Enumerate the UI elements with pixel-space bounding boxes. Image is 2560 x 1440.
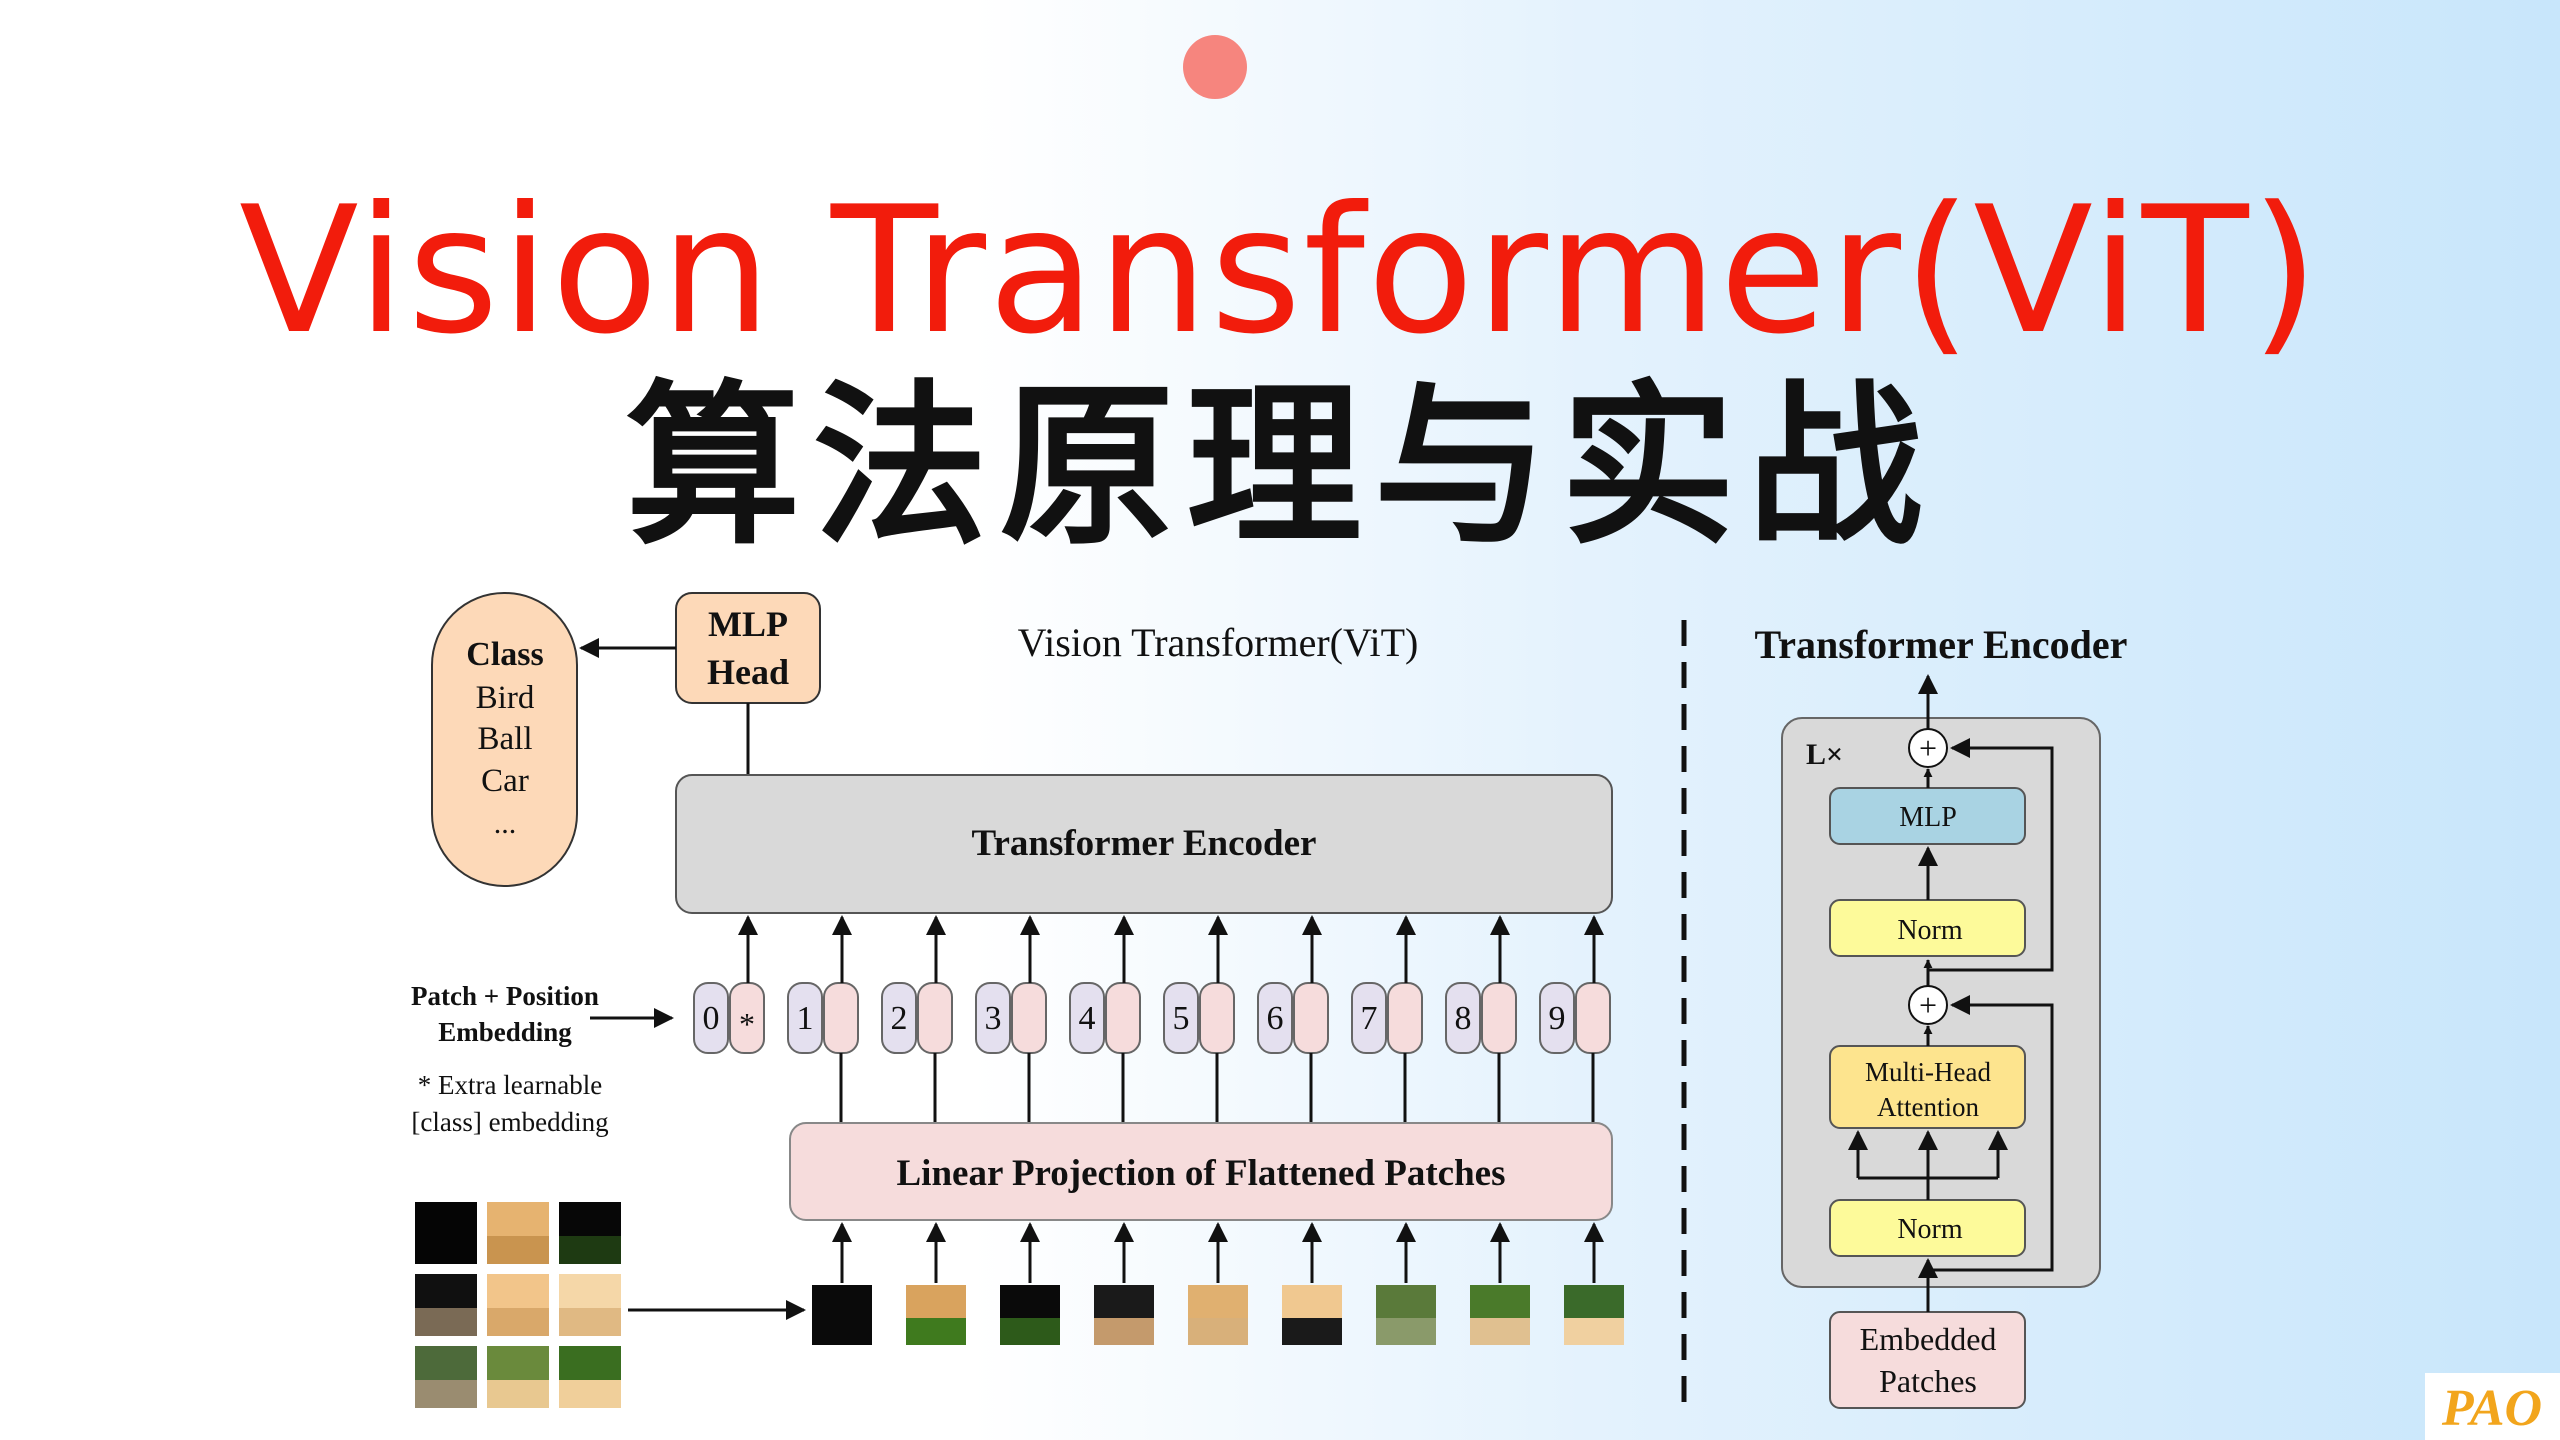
logo-background: [2425, 1373, 2560, 1440]
image-grid-cell-2: [487, 1202, 549, 1264]
encoder-norm-top-label: Norm: [1897, 915, 1963, 946]
residual-add-middle-symbol: +: [1919, 987, 1937, 1023]
page-subtitle: 算法原理与实战: [625, 366, 1935, 569]
embedded-label-line1: Embedded: [1860, 1321, 1997, 1357]
image-grid-cell-5: [487, 1274, 549, 1336]
encoder-heading: Transformer Encoder: [1755, 622, 2128, 667]
transformer-encoder-label: Transformer Encoder: [972, 823, 1317, 864]
position-embedding-5: [1163, 982, 1199, 1054]
position-embedding-2: [881, 982, 917, 1054]
patch-embedding-9: [1575, 982, 1611, 1054]
flattened-patch-row: [812, 1222, 1624, 1345]
image-grid-cell-4: [415, 1274, 477, 1336]
embedding-label-line1: Patch + Position: [411, 981, 599, 1011]
position-index-7: 7: [1361, 1000, 1378, 1037]
position-index-5: 5: [1173, 1000, 1190, 1037]
class-title: Class: [466, 636, 543, 673]
position-index-3: 3: [985, 1000, 1002, 1037]
flattened-patch-5: [1188, 1285, 1248, 1345]
mlp-head-line2: Head: [707, 652, 789, 692]
patch-embedding-5: [1199, 982, 1235, 1054]
position-embedding-0: [693, 982, 729, 1054]
position-embedding-3: [975, 982, 1011, 1054]
red-dot-decoration: [1183, 35, 1247, 99]
flattened-patch-3: [1000, 1285, 1060, 1345]
class-item-bird: Bird: [476, 680, 535, 716]
position-index-8: 8: [1455, 1000, 1472, 1037]
linear-projection-label: Linear Projection of Flattened Patches: [896, 1153, 1505, 1194]
linear-projection-block: [789, 1122, 1613, 1221]
flattened-patch-7: [1376, 1285, 1436, 1345]
flattened-patch-2: [906, 1285, 966, 1345]
repeat-label: L×: [1806, 738, 1843, 771]
page-title: Vision Transformer(ViT): [239, 170, 2321, 373]
residual-add-top-symbol: +: [1919, 730, 1937, 766]
flattened-patch-4: [1094, 1285, 1154, 1345]
image-grid-cell-9: [559, 1346, 621, 1408]
patch-embedding-8: [1481, 982, 1517, 1054]
residual-connection-top: [1928, 738, 2054, 972]
flattened-patch-1: [812, 1285, 872, 1345]
flattened-patch-8: [1470, 1285, 1530, 1345]
extra-note-line2: [class] embedding: [411, 1107, 608, 1137]
position-embedding-4: [1069, 982, 1105, 1054]
position-index-1: 1: [797, 1000, 814, 1037]
position-embedding-8: [1445, 982, 1481, 1054]
extra-note-line1: * Extra learnable: [418, 1070, 602, 1100]
image-grid-cell-6: [559, 1274, 621, 1336]
position-index-6: 6: [1267, 1000, 1284, 1037]
image-grid-cell-7: [415, 1346, 477, 1408]
residual-add-top-icon: [1908, 728, 1948, 768]
encoder-norm-bottom-label: Norm: [1897, 1214, 1963, 1245]
position-index-9: 9: [1549, 1000, 1566, 1037]
class-token-mark: *: [739, 1006, 755, 1042]
patch-embedding-1: [823, 982, 859, 1054]
position-embedding-1: [787, 982, 823, 1054]
mlp-head-line1: MLP: [708, 604, 788, 644]
class-item-ellipsis: ...: [494, 807, 517, 840]
image-grid-cell-8: [487, 1346, 549, 1408]
position-embedding-7: [1351, 982, 1387, 1054]
encoder-mlp-label: MLP: [1899, 802, 1957, 833]
logo: PAO: [2441, 1380, 2542, 1437]
vit-heading: Vision Transformer(ViT): [1018, 620, 1419, 665]
token-sequence: 0 * 1 2 3 4 5 6 7 8 9: [693, 915, 1611, 1123]
input-image-grid: [415, 1202, 621, 1408]
embedding-label-line2: Embedding: [438, 1017, 572, 1047]
patch-embedding-4: [1105, 982, 1141, 1054]
transformer-encoder-block: [675, 774, 1613, 914]
position-embedding-9: [1539, 982, 1575, 1054]
patch-embedding-3: [1011, 982, 1047, 1054]
patch-embedding-6: [1293, 982, 1329, 1054]
flattened-patch-9: [1564, 1285, 1624, 1345]
class-item-ball: Ball: [478, 721, 533, 757]
class-item-car: Car: [481, 763, 529, 799]
position-index-4: 4: [1079, 1000, 1096, 1037]
patch-embedding-7: [1387, 982, 1423, 1054]
flattened-patch-6: [1282, 1285, 1342, 1345]
position-index-2: 2: [891, 1000, 908, 1037]
position-embedding-6: [1257, 982, 1293, 1054]
position-index-0: 0: [703, 1000, 720, 1037]
patch-embedding-2: [917, 982, 953, 1054]
residual-connection-bottom: [1928, 995, 2054, 1272]
attention-label-line1: Multi-Head: [1865, 1057, 1991, 1087]
class-box: [431, 592, 578, 887]
embedded-label-line2: Patches: [1879, 1363, 1977, 1399]
image-grid-cell-1: [415, 1202, 477, 1264]
attention-label-line2: Attention: [1877, 1092, 1979, 1122]
image-grid-cell-3: [559, 1202, 621, 1264]
